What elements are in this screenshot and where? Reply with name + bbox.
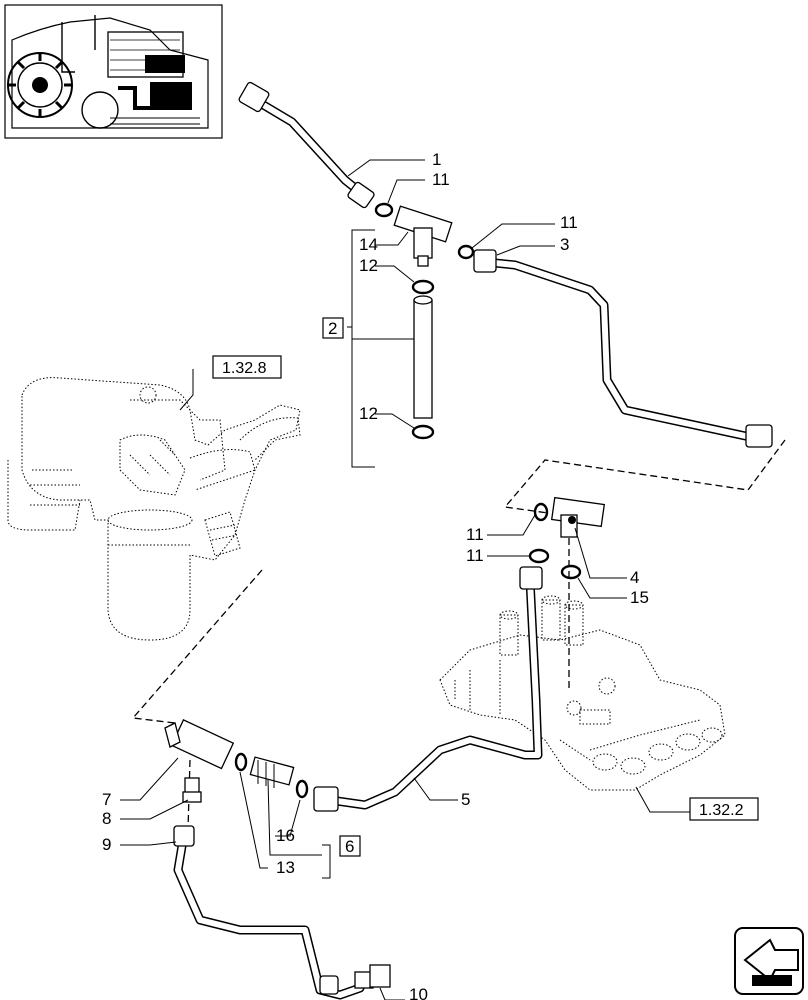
- label-part-3: 3: [560, 235, 569, 254]
- pipe-part-1: [238, 81, 375, 209]
- dashed-link-left: [131, 569, 263, 724]
- svg-text:1.32.2: 1.32.2: [699, 802, 744, 819]
- fitting-part-7: [164, 719, 235, 770]
- label-part-7: 7: [102, 790, 111, 809]
- pipe-part-3: [473, 249, 773, 448]
- pipe-part-5: [313, 566, 543, 812]
- control-valve-outline: [439, 595, 726, 791]
- label-part-12-lower: 12: [359, 404, 378, 423]
- tube-part-2: [413, 295, 433, 419]
- leader-lines: [120, 159, 690, 1000]
- tee-fitting-14: [393, 205, 453, 267]
- label-box-2: 2: [322, 317, 344, 339]
- o-ring-12-upper: [411, 279, 435, 295]
- washer-15: [560, 564, 582, 580]
- label-part-4: 4: [630, 568, 639, 587]
- dashed-link-upper: [503, 439, 786, 514]
- label-box-6: 6: [339, 835, 361, 857]
- label-part-9: 9: [102, 835, 111, 854]
- label-part-14: 14: [359, 235, 378, 254]
- svg-text:6: 6: [345, 837, 354, 856]
- label-part-15: 15: [630, 588, 649, 607]
- svg-text:2: 2: [328, 319, 337, 338]
- label-part-16: 16: [276, 826, 295, 845]
- washer-13: [234, 752, 248, 772]
- reference-1-32-8[interactable]: 1.32.8: [212, 355, 282, 379]
- label-part-10: 10: [409, 985, 428, 1000]
- washer-16: [295, 779, 309, 799]
- label-part-11-top: 11: [432, 170, 450, 189]
- label-part-1: 1: [432, 150, 441, 169]
- label-part-11-right: 11: [560, 213, 578, 232]
- filter-housing-outline: [7, 377, 301, 641]
- label-part-13: 13: [276, 858, 295, 877]
- svg-text:1.32.8: 1.32.8: [222, 360, 267, 377]
- reference-1-32-2[interactable]: 1.32.2: [689, 797, 759, 821]
- washer-11-right: [457, 244, 475, 260]
- label-part-12-upper: 12: [359, 256, 378, 275]
- label-part-11-mid: 11: [466, 546, 484, 565]
- washer-11-mid: [528, 548, 550, 564]
- tee-fitting-4: [550, 496, 606, 538]
- washer-11-tee4: [533, 502, 549, 522]
- o-ring-12-lower: [411, 424, 435, 440]
- label-part-5: 5: [461, 790, 470, 809]
- nipple-part-8: [182, 777, 202, 803]
- fitting-part-10: [354, 964, 391, 989]
- label-part-8: 8: [102, 809, 111, 828]
- washer-11-top: [374, 202, 394, 218]
- tractor-thumbnail-icon: [4, 4, 223, 139]
- pipe-part-9: [173, 825, 365, 1000]
- next-page-arrow-icon[interactable]: [734, 927, 804, 995]
- label-part-11-tee4: 11: [466, 525, 484, 544]
- adapter-part-6: [249, 756, 295, 788]
